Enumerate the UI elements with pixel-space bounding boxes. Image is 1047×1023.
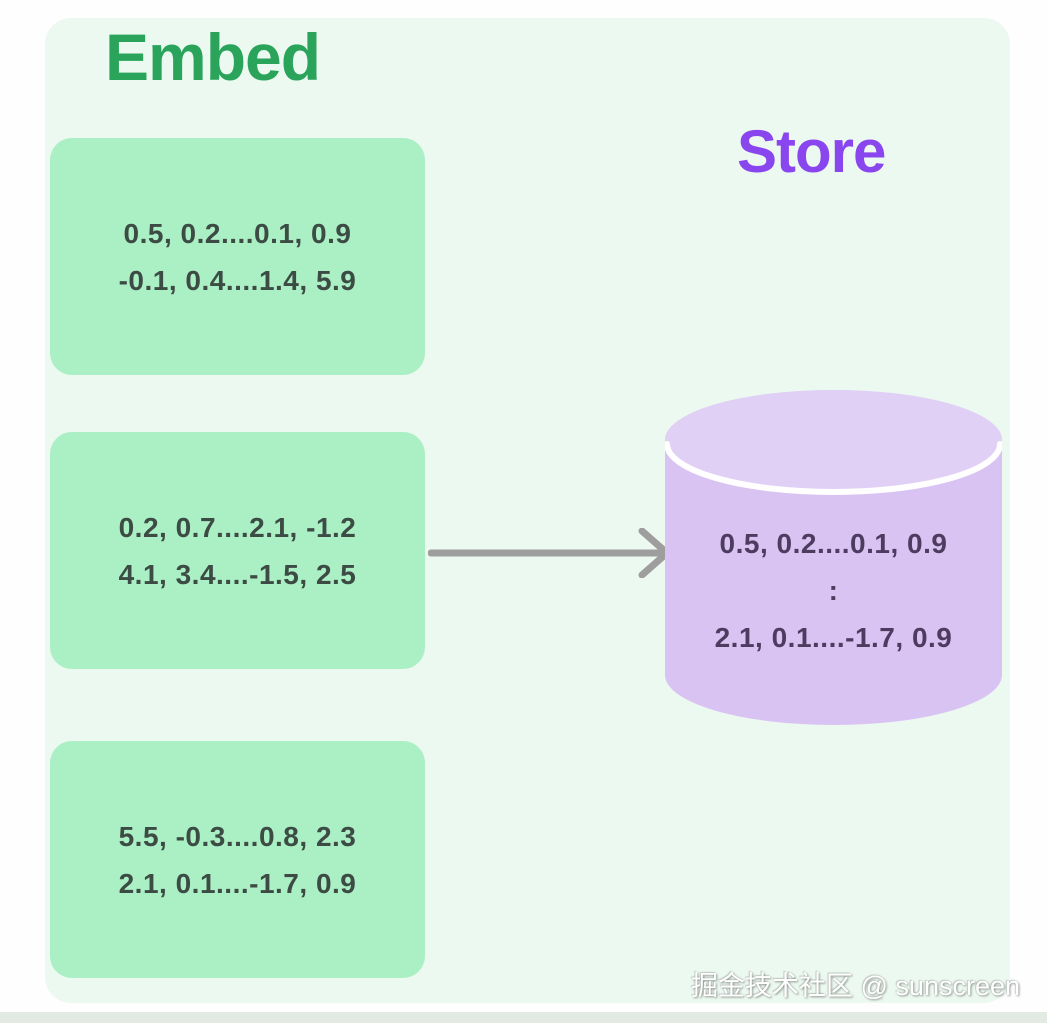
vector-box-line: 0.2, 0.7....2.1, -1.2 [118, 511, 357, 543]
vector-box-line: 2.1, 0.1....-1.7, 0.9 [118, 867, 357, 899]
vector-box-line: -0.1, 0.4....1.4, 5.9 [118, 264, 357, 296]
cylinder-line: 2.1, 0.1....-1.7, 0.9 [714, 622, 953, 653]
embed-vector-box-3: 5.5, -0.3....0.8, 2.3 2.1, 0.1....-1.7, … [50, 741, 425, 978]
watermark: 掘金技术社区 @ sunscreen [691, 971, 1020, 1001]
cylinder-line: 0.5, 0.2....0.1, 0.9 [719, 528, 948, 559]
embed-vector-box-2: 0.2, 0.7....2.1, -1.2 4.1, 3.4....-1.5, … [50, 432, 425, 669]
cylinder-shape-icon [665, 390, 1002, 725]
cylinder-ellipsis: : [828, 575, 839, 606]
embed-vector-box-1: 0.5, 0.2....0.1, 0.9 -0.1, 0.4....1.4, 5… [50, 138, 425, 375]
vector-box-line: 4.1, 3.4....-1.5, 2.5 [118, 558, 357, 590]
vector-box-line: 0.5, 0.2....0.1, 0.9 [123, 217, 352, 249]
bottom-edge-strip [0, 1012, 1047, 1023]
cylinder-content: 0.5, 0.2....0.1, 0.9 : 2.1, 0.1....-1.7,… [665, 520, 1002, 661]
right-arrow-icon [428, 528, 671, 578]
store-title: Store [737, 118, 886, 185]
embed-title: Embed [105, 20, 321, 94]
vector-box-line: 5.5, -0.3....0.8, 2.3 [118, 820, 357, 852]
vector-store-cylinder: 0.5, 0.2....0.1, 0.9 : 2.1, 0.1....-1.7,… [665, 390, 1002, 725]
